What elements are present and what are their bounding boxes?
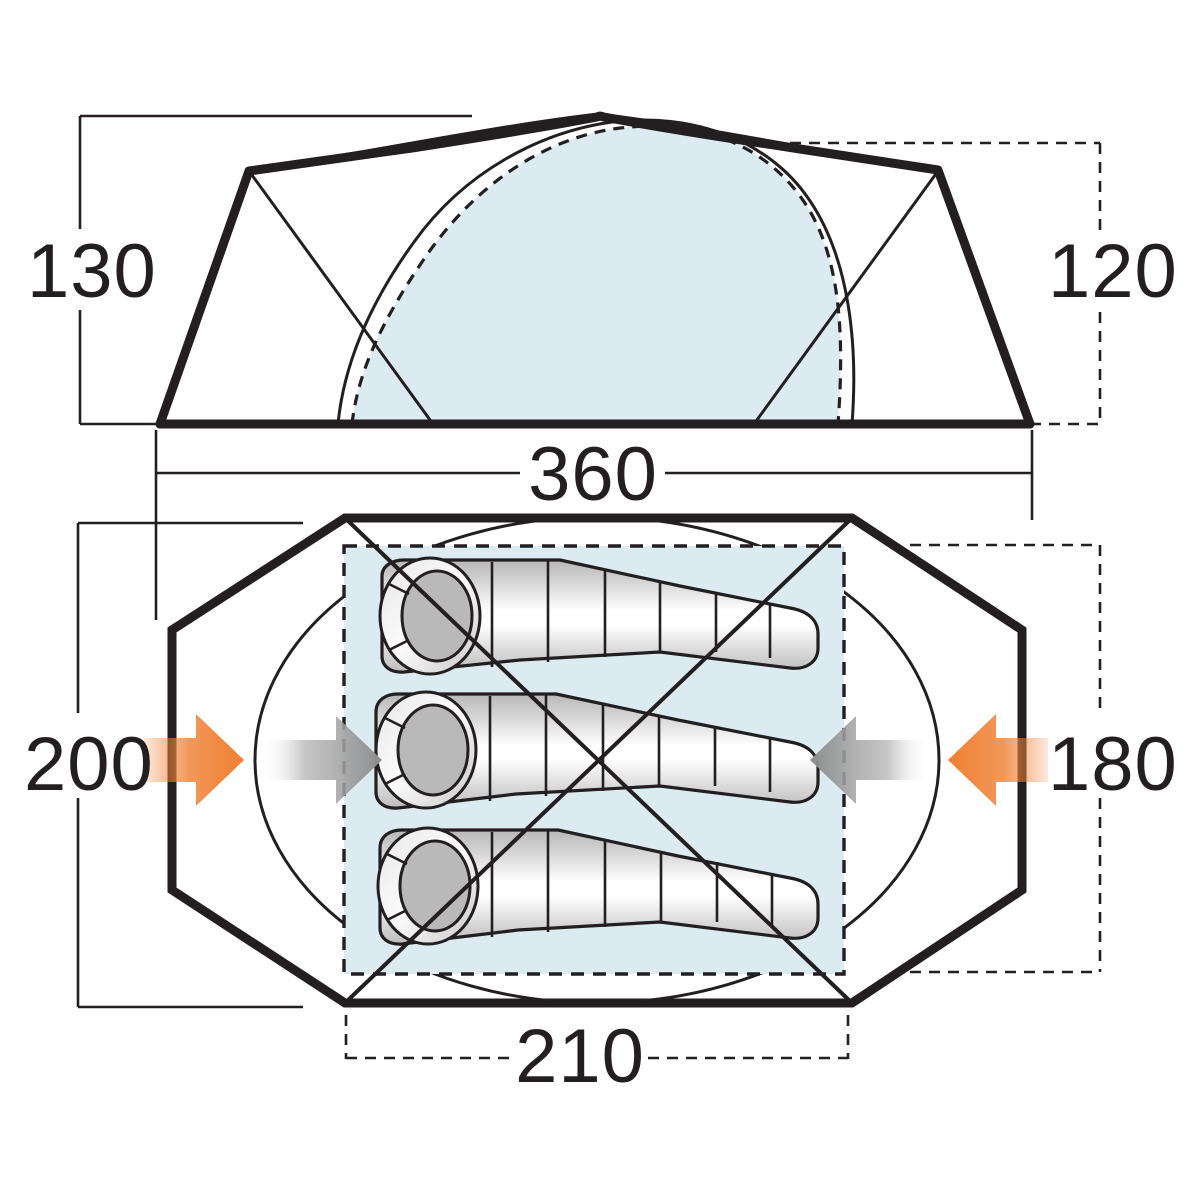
dimension-depth-180: 180 [910,543,1178,974]
dim360-label: 360 [528,432,658,517]
dimension-width-360: 360 [154,430,1034,620]
sleeping-bag-body [374,692,820,810]
elevation-view [155,111,1035,429]
dimension-width-210: 210 [344,1014,850,1099]
dim130-label: 130 [27,229,157,314]
elevation-inner-tent-dashed [350,124,843,425]
sleeping-bag [378,556,820,676]
arrow-orange-right [948,714,1048,806]
dim180-label: 180 [1048,722,1178,807]
bag-hood-opening [400,569,474,663]
elevation-ridge-line [248,112,939,175]
bag-hood-seam [386,852,408,866]
plan-inner-oval [253,515,941,1005]
bag-hood-seam [384,772,406,786]
elevation-inner-tent-fill [352,126,841,424]
sleeping-bag [376,826,820,946]
plan-pole-diagonal-b [343,516,854,1005]
dim120-label: 120 [1048,229,1178,314]
bag-hood-seam [388,582,410,596]
dim200-label: 200 [24,722,154,807]
plan-view [167,513,1027,1008]
elevation-seam-right-a [752,170,940,425]
bag-hood-seam [386,908,408,922]
dimension-depth-200: 200 [24,521,303,1009]
bag-hood-seam [388,638,410,652]
bag-hood-opening [396,703,470,797]
arrow-gray-right [810,716,930,804]
dim210-label: 210 [515,1014,645,1099]
dimension-height-130: 130 [27,114,472,426]
arrow-gray-left [262,716,382,804]
bag-hood-seam [384,716,406,730]
sleeping-bag [374,690,820,810]
plan-arrows [144,714,1048,806]
dimension-height-120: 120 [790,141,1178,426]
sleeping-bag-body [378,828,820,946]
elevation-seam-left-a [247,170,435,425]
arrow-orange-left [144,714,244,806]
